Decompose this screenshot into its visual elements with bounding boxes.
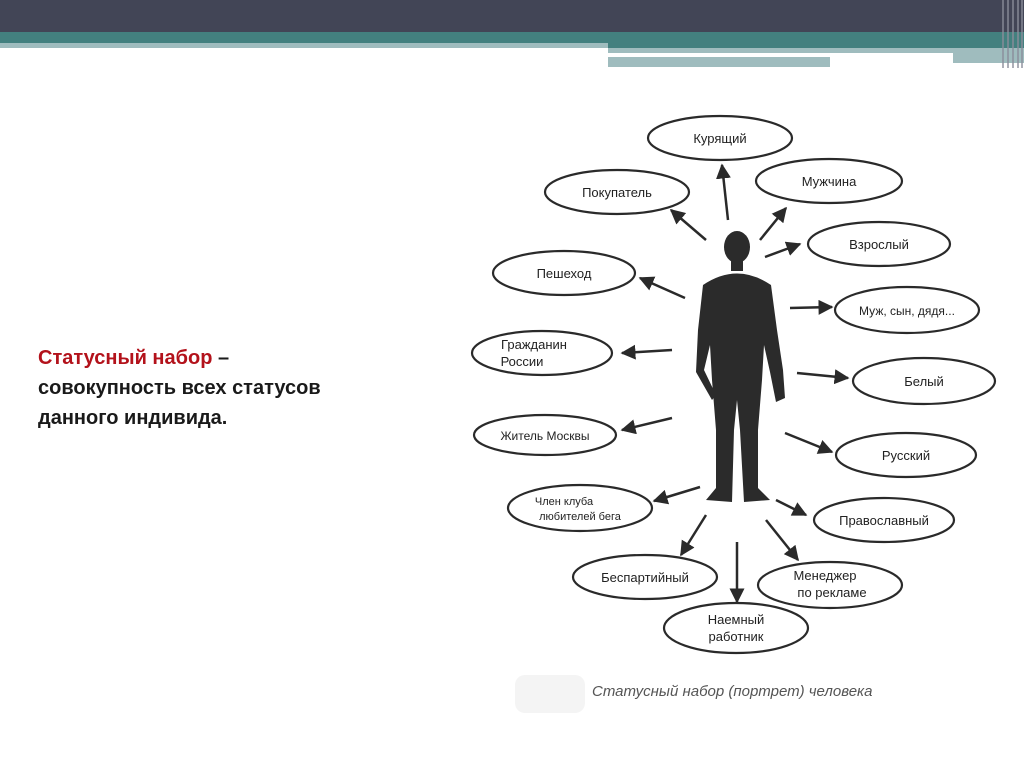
status-label-family: Муж, сын, дядя... xyxy=(859,304,955,318)
header-light-bar-right xyxy=(608,48,1024,53)
status-label-manager-1: Менеджер xyxy=(793,568,856,583)
definition-text: Статусный набор – совокупность всех стат… xyxy=(38,343,418,433)
status-label-citizen-1: Гражданин xyxy=(501,337,567,352)
status-label-white: Белый xyxy=(904,374,944,389)
definition-term: Статусный набор xyxy=(38,347,213,369)
status-label-club-1: Член клуба xyxy=(535,496,594,508)
status-label-manager-2: по рекламе xyxy=(797,585,866,600)
definition-line-3: данного индивида. xyxy=(38,407,228,429)
header-stripes-decoration xyxy=(1000,0,1024,68)
status-ellipses xyxy=(470,114,997,655)
status-label-buyer: Покупатель xyxy=(582,185,652,200)
status-set-diagram: Курящий Покупатель Мужчина Взрослый Пеше… xyxy=(470,114,997,655)
status-label-employee-2: работник xyxy=(709,629,764,644)
status-label-pedestrian: Пешеход xyxy=(537,266,592,281)
status-label-orthodox: Православный xyxy=(839,513,929,528)
status-label-russian: Русский xyxy=(882,448,930,463)
header-dark-bar xyxy=(0,0,1024,32)
status-label-nonparty: Беспартийный xyxy=(601,570,689,585)
status-label-employee-1: Наемный xyxy=(708,612,765,627)
status-label-man: Мужчина xyxy=(802,174,857,189)
arrows xyxy=(620,163,850,604)
caption-smudge xyxy=(515,675,585,713)
definition-dash: – xyxy=(212,347,230,369)
status-label-adult: Взрослый xyxy=(849,237,909,252)
header-light-bar-left xyxy=(0,43,608,49)
diagram-caption: Статусный набор (портрет) человека xyxy=(592,683,873,700)
human-silhouette-icon xyxy=(696,231,785,502)
header-light-bar-lower xyxy=(608,57,830,67)
definition-line-2: совокупность всех статусов xyxy=(38,377,321,399)
header-light-bar-end xyxy=(953,53,1024,63)
status-label-club-2: любителей бега xyxy=(539,511,622,523)
status-label-citizen-2: России xyxy=(501,354,544,369)
header-divider xyxy=(0,48,608,51)
status-label-smoker: Курящий xyxy=(693,131,746,146)
header-white-line xyxy=(608,53,953,57)
status-label-moscow: Житель Москвы xyxy=(500,429,589,443)
